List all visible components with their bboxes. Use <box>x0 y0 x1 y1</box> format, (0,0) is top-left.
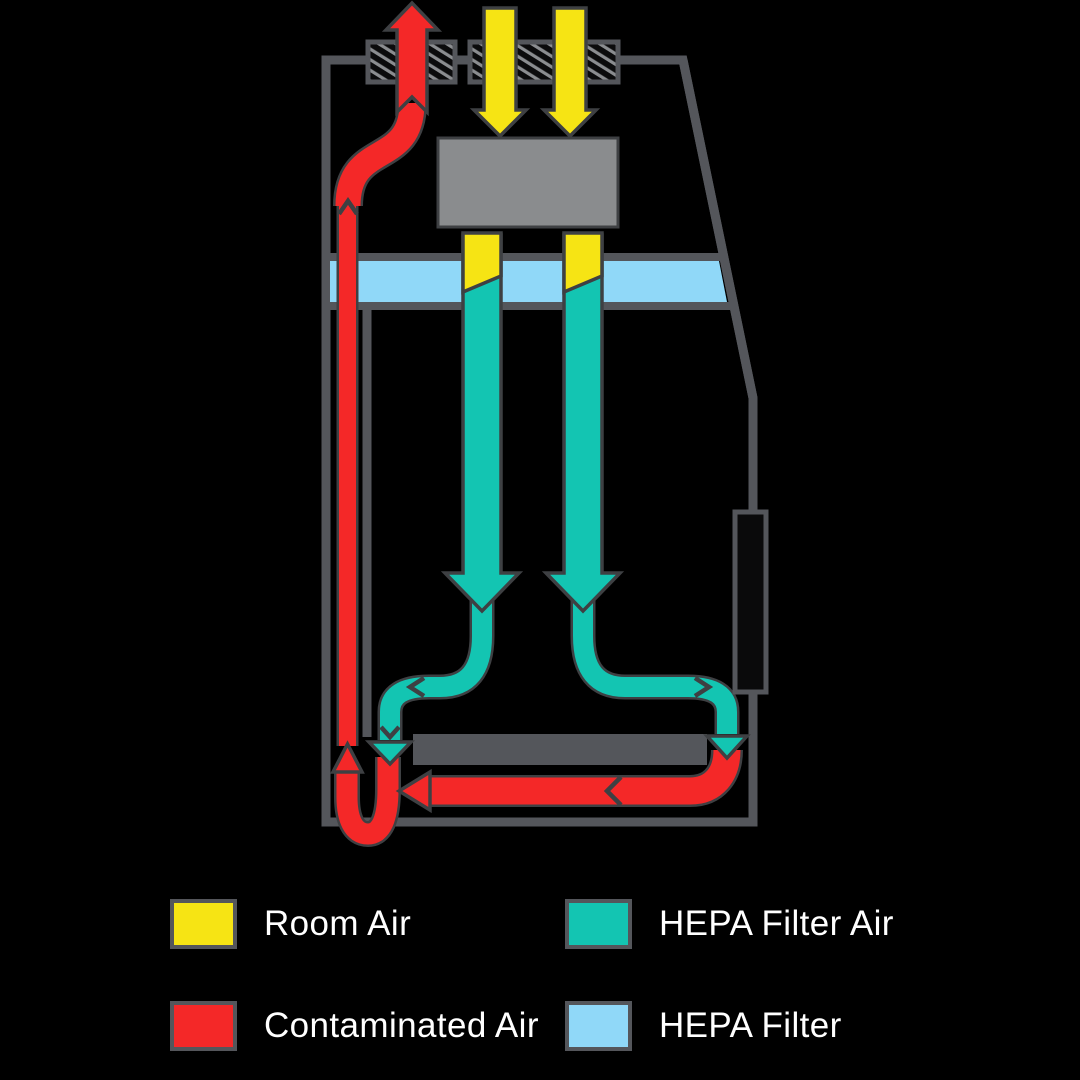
room-air-swatch <box>170 899 237 949</box>
airflow-diagram <box>321 0 769 848</box>
legend-item-hepa-filter: HEPA Filter <box>565 1001 842 1051</box>
teal-right-chevron <box>693 676 714 698</box>
yellow-stub-right <box>562 231 604 295</box>
room-air-label: Room Air <box>264 904 412 943</box>
hepa-filter-air-label: HEPA Filter Air <box>659 904 894 943</box>
teal-right-branch-outline <box>570 600 740 734</box>
blower-box <box>436 136 620 229</box>
sash-handle <box>732 509 769 695</box>
legend-item-room-air: Room Air <box>170 899 411 949</box>
hepa-filter-label: HEPA Filter <box>659 1006 842 1045</box>
teal-right-down-arrowhead <box>703 734 751 761</box>
contaminated-air-exhaust-flow <box>330 0 443 774</box>
room-air-arrow-right <box>539 6 601 139</box>
sash-glass-line <box>678 59 758 399</box>
teal-left-branch <box>380 600 492 740</box>
teal-curve-chevron <box>379 725 401 741</box>
teal-downflow-arrow-left <box>440 233 524 614</box>
red-up-arrowhead <box>330 740 365 774</box>
teal-downflow-arrow-right <box>541 233 625 614</box>
room-air-intake-arrows <box>469 6 601 139</box>
hepa-filter-air-swatch <box>565 899 632 949</box>
room-air-arrow-left <box>469 6 531 139</box>
red-exhaust-arrow <box>381 0 443 117</box>
hepa-filter-panel <box>322 253 730 310</box>
contaminated-air-label: Contaminated Air <box>264 1006 539 1045</box>
red-riser-chevron <box>337 197 359 216</box>
teal-left-down-arrowhead <box>364 740 416 767</box>
red-flow-chevron <box>603 775 623 807</box>
hepa-filter-swatch <box>565 1001 632 1051</box>
red-left-arrowhead <box>395 768 432 814</box>
yellow-stub-left <box>461 231 503 295</box>
contaminated-air-swatch <box>170 1001 237 1051</box>
red-uturn-band <box>336 757 399 845</box>
teal-right-branch <box>573 600 737 734</box>
red-scurve-band <box>335 102 425 207</box>
main-downflow-arrows <box>440 231 625 614</box>
teal-left-chevron <box>405 676 426 698</box>
legend-item-hepa-filter-air: HEPA Filter Air <box>565 899 894 949</box>
work-surface <box>413 734 707 765</box>
legend-item-contaminated-air: Contaminated Air <box>170 1001 539 1051</box>
hepa-filter-media <box>330 261 727 302</box>
hepa-air-lower-branches <box>364 600 751 767</box>
